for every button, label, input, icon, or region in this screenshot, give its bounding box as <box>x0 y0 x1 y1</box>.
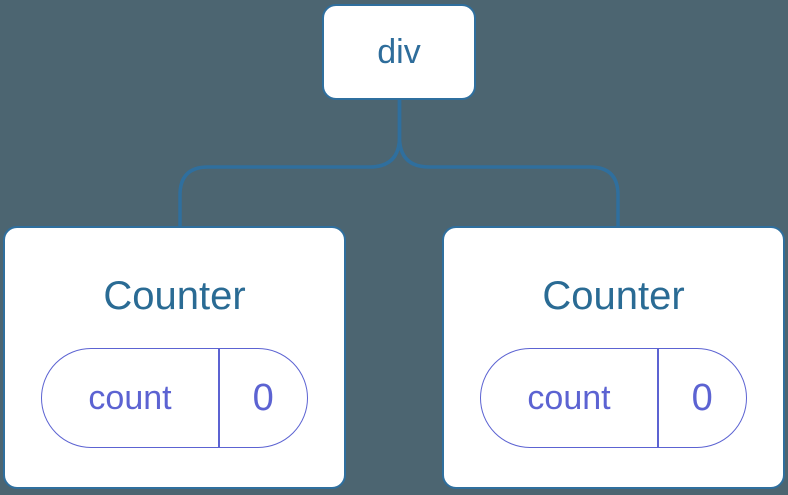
root-node-div: div <box>322 4 476 100</box>
state-pill: count 0 <box>480 348 747 448</box>
counter-node-title: Counter <box>103 274 246 318</box>
state-pill: count 0 <box>41 348 308 448</box>
connector-root-to-left-child <box>178 100 402 227</box>
counter-node-right: Counter count 0 <box>442 226 785 489</box>
state-pill-divider <box>218 349 220 447</box>
state-pill-divider <box>657 349 659 447</box>
counter-node-left: Counter count 0 <box>3 226 346 489</box>
counter-node-title: Counter <box>542 274 685 318</box>
state-value: 0 <box>252 376 274 419</box>
state-key: count <box>88 378 172 417</box>
state-value: 0 <box>691 376 713 419</box>
root-node-label: div <box>377 33 421 71</box>
connector-root-to-right-child <box>397 100 620 227</box>
state-key: count <box>527 378 611 417</box>
